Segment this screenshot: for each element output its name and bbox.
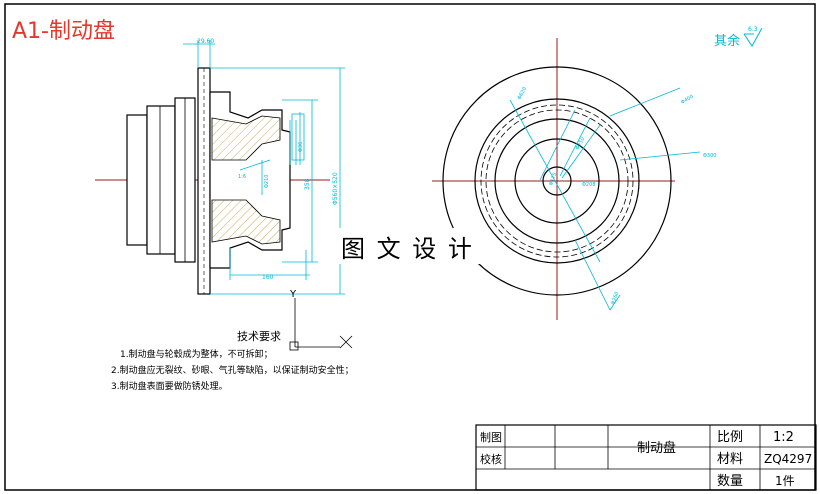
title-quantity-label: 数量 [717, 474, 743, 489]
roughness-symbol-icon [743, 27, 763, 47]
title-scale-label: 比例 [717, 430, 743, 445]
dim-phi-300: Φ300 [703, 153, 716, 159]
title-part-name: 制动盘 [637, 440, 676, 456]
tech-req-item-3: 3.制动盘表面要做防锈处理。 [111, 380, 228, 392]
hub-circle [494, 118, 620, 244]
bolt-circle-dashed [480, 104, 634, 258]
dim-outer-height: Φ560×520 [332, 172, 339, 205]
front-view: Φ620 Φ400 Φ300 Φ250 Φ208 Φ175 Φ260 [432, 38, 716, 320]
ucs-y-label: Y [289, 289, 297, 300]
dim-phi-620: Φ620 [516, 86, 528, 101]
dim-top-width: 29.60 [197, 38, 214, 45]
ucs-icon: Y [289, 289, 353, 351]
sheet-border [4, 3, 816, 491]
hatch-upper [211, 115, 281, 161]
title-quantity-value: 1件 [775, 474, 795, 488]
dim-bore: Φ210 [264, 175, 270, 188]
watermark-bg [337, 228, 483, 264]
hatch-lower [211, 199, 281, 245]
dim-taper: 1:6 [238, 174, 246, 180]
tech-req-heading: 技术要求 [237, 330, 281, 343]
title-material-label: 材料 [717, 452, 743, 467]
outer-circle [442, 66, 672, 296]
watermark-text: 图 文 设 计 [341, 235, 474, 263]
dim-bottom-length: 160 [262, 274, 274, 281]
title-scale-value: 1:2 [773, 430, 794, 445]
section-view: 29.60 160 Φ560×520 358 Φ210 1:6 Φ36 [95, 38, 345, 295]
inner-hub-circle [514, 138, 600, 224]
roughness-value: 6.3 [748, 26, 758, 33]
sheet-title: A1-制动盘 [12, 19, 115, 44]
hub-ring-mid [146, 105, 176, 255]
title-drawn-label: 制图 [480, 431, 502, 444]
hub-ring-outer [126, 114, 148, 246]
roughness-note: 其余 [714, 33, 740, 49]
tech-req-item-2: 2.制动盘应无裂纹、砂眼、气孔等缺陷，以保证制动安全性； [111, 364, 354, 376]
center-bore [542, 166, 572, 196]
dim-phi-400: Φ400 [680, 94, 695, 106]
title-block [475, 424, 817, 491]
title-checked-label: 校核 [480, 452, 502, 466]
dim-small-bore: Φ36 [298, 142, 304, 152]
dim-phi-175: Φ175 [548, 172, 558, 187]
dim-phi-260: Φ260 [610, 291, 620, 306]
dim-phi-250: Φ250 [575, 136, 587, 151]
dim-phi-208: Φ208 [582, 182, 595, 188]
bolt-circle-inner [485, 109, 629, 253]
tech-req-item-1: 1.制动盘与轮毂成为整体，不可拆卸； [120, 348, 273, 360]
title-material-value: ZQ4297 [764, 452, 812, 466]
disc-circle [474, 98, 640, 264]
dim-inner-height: 358 [304, 178, 311, 190]
